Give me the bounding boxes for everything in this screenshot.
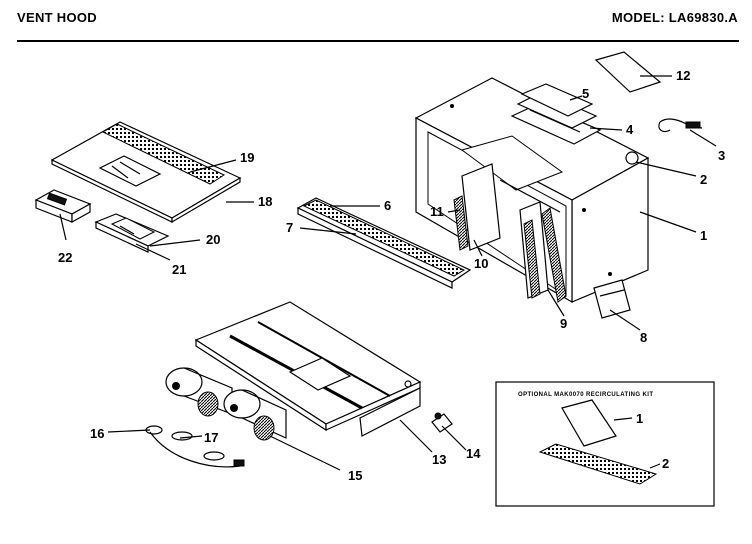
- switch-housing-part: [34, 189, 92, 224]
- recirculating-kit-box: OPTIONAL MAK0070 RECIRCULATING KIT 1 2: [495, 381, 715, 507]
- damper-part: [510, 83, 602, 145]
- side-bracket-part: [519, 201, 567, 303]
- part-label-22: 22: [58, 250, 72, 265]
- front-rail-part: [296, 197, 472, 289]
- part-label-13: 13: [432, 452, 446, 467]
- bottom-panel-part: [50, 121, 242, 224]
- motor-bracket-part: [453, 163, 501, 251]
- part-label-10: 10: [474, 256, 488, 271]
- part-label-7: 7: [286, 220, 293, 235]
- part-label-12: 12: [676, 68, 690, 83]
- light-lens-part: [94, 213, 170, 253]
- part-label-5: 5: [582, 86, 589, 101]
- part-label-14: 14: [466, 446, 481, 461]
- leader-lines: [59, 75, 717, 471]
- power-cord-part: [658, 118, 703, 133]
- wiring-part: [145, 425, 245, 468]
- part-label-11: 11: [430, 204, 444, 219]
- blower-plate-part: [194, 301, 422, 437]
- part-label-20: 20: [206, 232, 220, 247]
- diagram-title: VENT HOOD: [17, 10, 97, 25]
- part-label-9: 9: [560, 316, 567, 331]
- part-label-21: 21: [172, 262, 186, 277]
- part-label-8: 8: [640, 330, 647, 345]
- cover-plate-part: [594, 51, 662, 93]
- kit-title: OPTIONAL MAK0070 RECIRCULATING KIT: [518, 392, 653, 398]
- part-label-3: 3: [718, 148, 725, 163]
- blower-assembly-part: [165, 367, 287, 441]
- model-number: MODEL: LA69830.A: [611, 10, 738, 25]
- part-label-16: 16: [90, 426, 104, 441]
- part-label-6: 6: [384, 198, 391, 213]
- part-labels: 1 2 3 4 5 6 7 8 9 10 11 12 13 14 15 16 1…: [58, 68, 725, 483]
- thermostat-part: [431, 412, 453, 433]
- part-label-17: 17: [204, 430, 218, 445]
- mounting-bracket-part: [593, 279, 631, 319]
- part-label-18: 18: [258, 194, 272, 209]
- part-label-1: 1: [700, 228, 707, 243]
- kit-label-2: 2: [662, 456, 669, 471]
- part-label-19: 19: [240, 150, 254, 165]
- kit-label-1: 1: [636, 411, 643, 426]
- part-label-2: 2: [700, 172, 707, 187]
- header-rule: [17, 40, 739, 42]
- part-label-15: 15: [348, 468, 362, 483]
- part-label-4: 4: [626, 122, 634, 137]
